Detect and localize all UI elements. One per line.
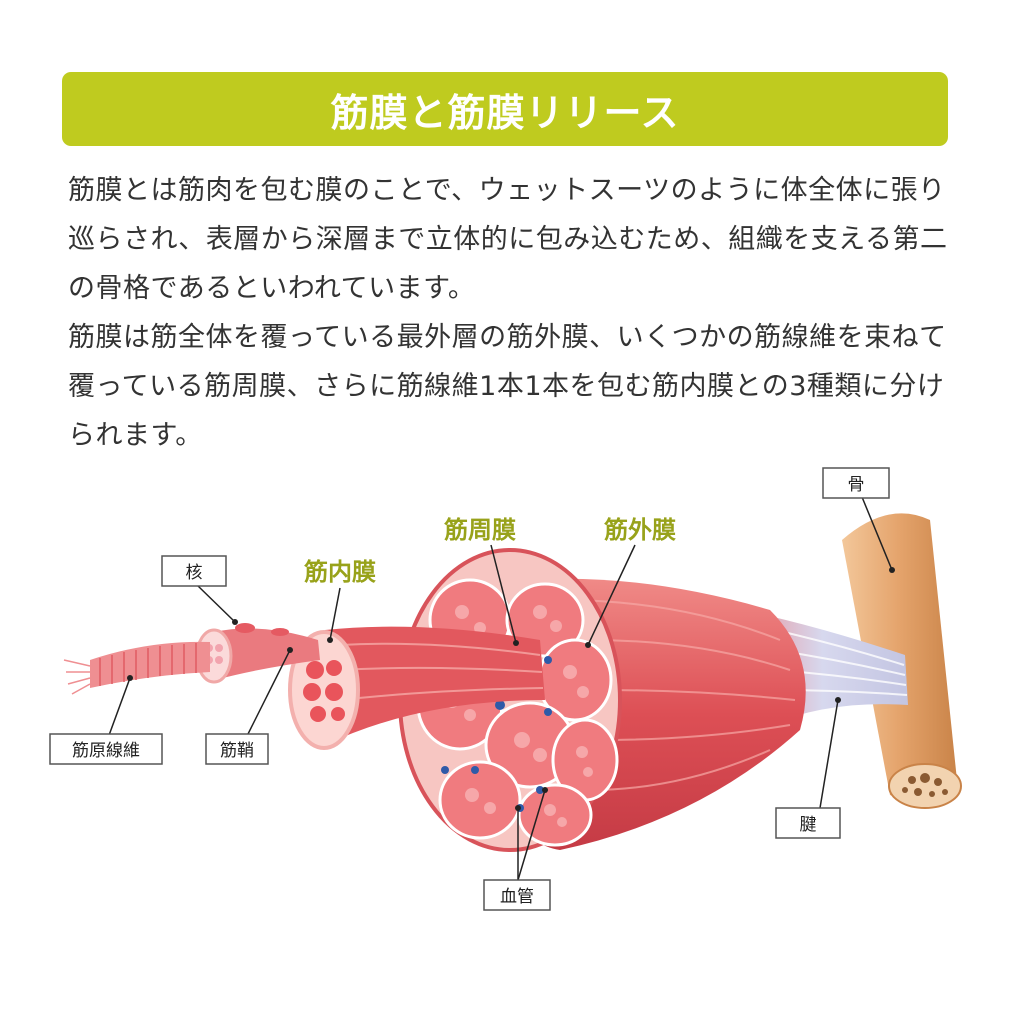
label-sarcolemma: 筋鞘 xyxy=(205,733,269,765)
label-nucleus: 核 xyxy=(161,555,227,587)
label-blood-vessel: 血管 xyxy=(483,879,551,911)
nucleus xyxy=(235,623,255,633)
svg-text:血管: 血管 xyxy=(500,887,534,907)
svg-text:筋鞘: 筋鞘 xyxy=(220,741,254,761)
fascicle xyxy=(325,626,545,745)
label-epimysium: 筋外膜 xyxy=(603,516,676,544)
label-perimysium: 筋周膜 xyxy=(443,516,516,544)
leader-lines xyxy=(107,496,893,881)
svg-text:骨: 骨 xyxy=(848,475,865,495)
label-tendon: 腱 xyxy=(775,807,841,839)
label-bone: 骨 xyxy=(822,467,890,499)
title-banner: 筋膜と筋膜リリース xyxy=(62,72,948,146)
description-paragraph-1: 筋膜とは筋肉を包む膜のことで、ウェットスーツのように体全体に張り巡らされ、表層か… xyxy=(68,175,948,304)
svg-text:腱: 腱 xyxy=(800,815,817,835)
page-title: 筋膜と筋膜リリース xyxy=(330,90,680,135)
myofibril xyxy=(90,641,210,688)
muscle-fiber xyxy=(215,628,320,680)
description-paragraph-2: 筋膜は筋全体を覆っている最外層の筋外膜、いくつかの筋線維を束ねて覆っている筋周膜… xyxy=(68,322,947,451)
description: 筋膜とは筋肉を包む膜のことで、ウェットスーツのように体全体に張り巡らされ、表層か… xyxy=(68,166,948,460)
label-myofibril: 筋原線維 xyxy=(49,733,163,765)
svg-text:筋原線維: 筋原線維 xyxy=(72,741,140,761)
svg-text:核: 核 xyxy=(186,563,203,583)
label-endomysium: 筋内膜 xyxy=(303,558,376,586)
